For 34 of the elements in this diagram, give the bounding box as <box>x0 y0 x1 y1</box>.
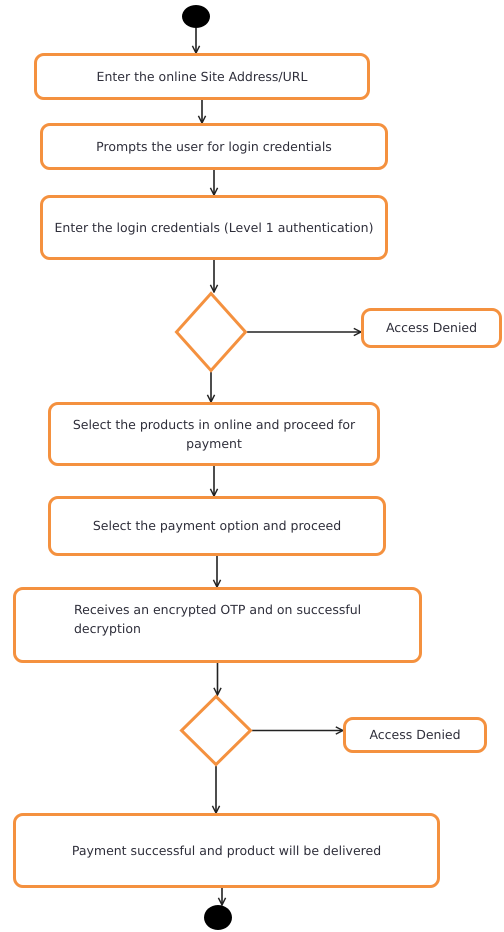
decision-diamond <box>180 695 252 766</box>
terminal-circle <box>182 5 210 28</box>
activity-box <box>13 587 422 663</box>
arrow <box>210 170 218 196</box>
activity-box <box>48 402 380 466</box>
arrow <box>247 328 362 336</box>
activity-box <box>40 195 388 260</box>
arrow <box>218 888 226 906</box>
arrow <box>210 260 218 293</box>
arrow <box>198 100 206 124</box>
activity-text: Select the products in online and proceed for payment <box>72 416 356 453</box>
arrow <box>210 466 218 497</box>
arrow <box>212 766 220 814</box>
activity-text: Select the payment option and proceed <box>92 517 342 536</box>
activity-box <box>13 813 440 888</box>
arrow <box>213 663 222 696</box>
decision-diamond <box>175 292 247 372</box>
activity-box <box>40 123 388 170</box>
activity-text: Enter the login credentials (Level 1 authentication) <box>54 218 374 237</box>
activity-text: Payment successful and product will be delivered <box>72 842 382 860</box>
activity-box <box>34 53 370 100</box>
activity-text: Prompts the user for login credentials <box>96 138 332 156</box>
activity-box <box>48 496 386 556</box>
arrow <box>206 372 216 403</box>
activity-text: Access Denied <box>386 319 478 338</box>
activity-text: Access Denied <box>369 726 461 744</box>
activity-text: Enter the online Site Address/URL <box>96 68 308 86</box>
activity-text: Receives an encrypted OTP and on successful decryption <box>74 601 362 638</box>
activity-box <box>343 717 487 753</box>
arrow <box>212 556 222 588</box>
arrow <box>192 28 200 54</box>
terminal-circle <box>204 905 232 930</box>
arrow <box>252 726 344 735</box>
activity-box <box>361 308 502 348</box>
